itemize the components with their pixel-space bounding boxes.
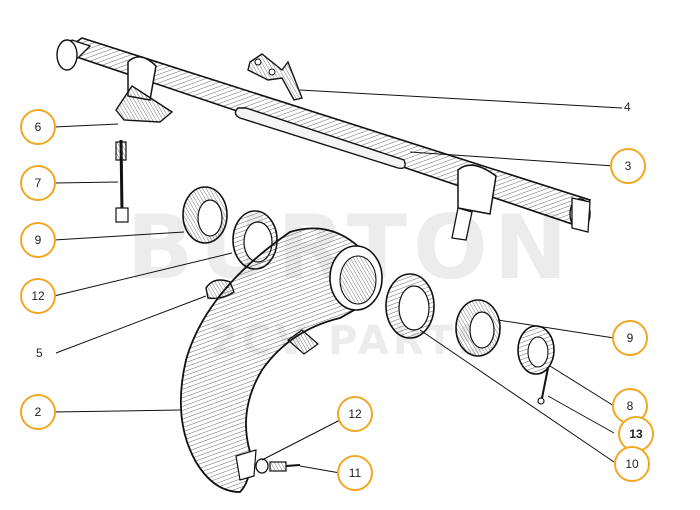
callout-9-right: 9 <box>612 320 648 356</box>
label-4: 4 <box>624 100 631 114</box>
seal-ring-left <box>182 186 228 244</box>
small-bracket <box>247 53 303 101</box>
swing-arm-body <box>179 227 383 493</box>
ring-nut <box>517 325 555 375</box>
callout-2: 2 <box>20 394 56 430</box>
callout-9: 9 <box>20 222 56 258</box>
long-bolt <box>115 139 129 223</box>
label-5: 5 <box>36 346 43 360</box>
leader-lines <box>53 89 623 474</box>
callout-6: 6 <box>20 109 56 145</box>
callout-11: 11 <box>337 455 373 491</box>
roller-bearing <box>385 273 435 339</box>
callout-10: 10 <box>614 446 650 482</box>
callout-7: 7 <box>20 165 56 201</box>
callout-12-lower: 12 <box>337 396 373 432</box>
seal-ring-right <box>455 299 501 357</box>
small-bolt-washer <box>255 458 301 474</box>
callout-3: 3 <box>610 148 646 184</box>
split-pin <box>537 367 549 405</box>
swing-arm-tube <box>56 37 592 241</box>
callout-12: 12 <box>20 278 56 314</box>
